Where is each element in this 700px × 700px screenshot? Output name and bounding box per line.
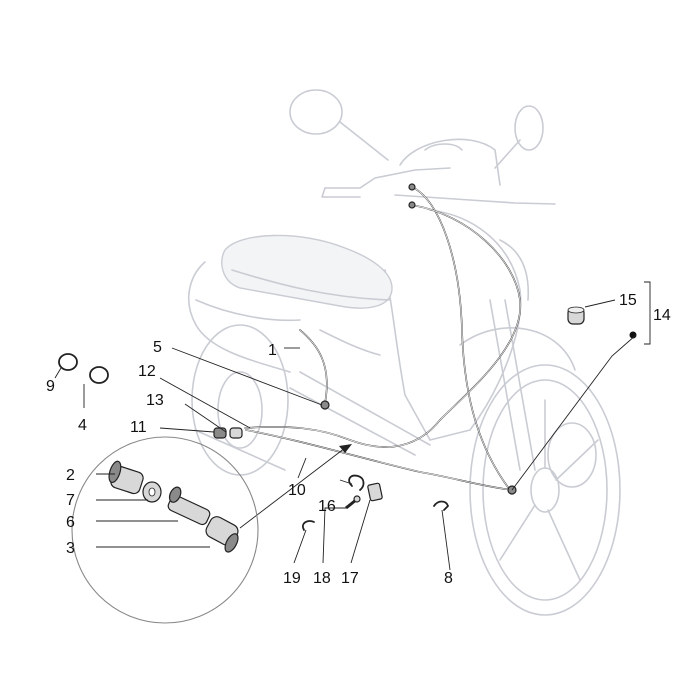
part-3-end-cap <box>205 516 239 553</box>
callout-10: 10 <box>288 482 306 499</box>
cable-clip-part-5 <box>320 400 330 410</box>
callout-19: 19 <box>283 570 301 587</box>
part-11-fitting <box>213 427 227 439</box>
callout-labels: 1 2 3 4 5 6 7 8 9 10 11 12 13 14 15 16 1… <box>46 292 671 587</box>
callout-5: 5 <box>153 339 162 356</box>
detail-view <box>71 436 259 624</box>
hose-cable <box>299 329 328 404</box>
part-19-ring <box>302 520 315 531</box>
scooter-outline <box>187 89 621 616</box>
front-brake-cable <box>411 186 511 491</box>
callout-9: 9 <box>46 378 55 395</box>
cables <box>239 183 521 529</box>
callout-16: 16 <box>318 498 336 515</box>
callout-8: 8 <box>444 570 453 587</box>
leader-lines <box>54 281 651 571</box>
part-4-clip <box>89 366 109 384</box>
callout-11: 11 <box>130 419 147 436</box>
callout-1: 1 <box>268 342 277 359</box>
callout-13: 13 <box>146 392 164 409</box>
loose-parts <box>58 306 637 531</box>
part-13-nut <box>229 427 243 439</box>
part-9-clip <box>58 353 78 371</box>
callout-18: 18 <box>313 570 331 587</box>
callout-3: 3 <box>66 540 75 557</box>
callout-15: 15 <box>619 292 637 309</box>
callout-4: 4 <box>78 417 87 434</box>
callout-6: 6 <box>66 514 75 531</box>
part-14-point <box>629 331 637 339</box>
callout-7: 7 <box>66 492 75 509</box>
part-6-cylinder <box>167 486 211 526</box>
callout-2: 2 <box>66 467 75 484</box>
part-17-bracket <box>367 482 383 502</box>
part-8-clamp <box>433 500 449 511</box>
part-16-clip <box>348 474 365 491</box>
callout-17: 17 <box>341 570 359 587</box>
part-2-adjuster <box>108 460 144 495</box>
callout-14: 14 <box>653 307 671 324</box>
callout-12: 12 <box>138 363 156 380</box>
